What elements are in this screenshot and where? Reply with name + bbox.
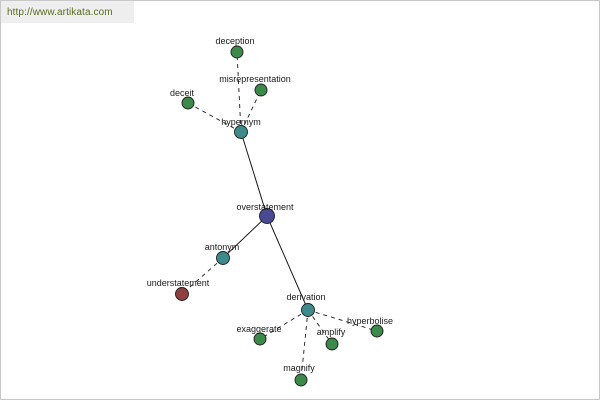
graph-node-hyperbolise[interactable]	[370, 324, 384, 338]
watermark-url-text: http://www.artikata.com	[7, 6, 113, 18]
graph-node-deception[interactable]	[230, 45, 244, 59]
graph-node-overstatement[interactable]	[259, 208, 275, 224]
watermark-banner: http://www.artikata.com	[1, 1, 134, 23]
graph-node-derivation[interactable]	[301, 303, 315, 317]
node-layer	[175, 45, 384, 387]
graph-edge-overstatement-to-derivation	[266, 215, 309, 311]
graph-node-exaggerate[interactable]	[253, 332, 267, 346]
graph-edge-hypernym-to-misrepresentation	[240, 89, 262, 133]
graph-node-magnify[interactable]	[294, 373, 308, 387]
graph-node-understatement[interactable]	[175, 287, 189, 301]
graph-edge-derivation-to-hyperbolise	[307, 309, 378, 332]
graph-edge-overstatement-to-antonym	[222, 215, 268, 259]
graph-edge-hypernym-to-overstatement	[240, 131, 268, 217]
edge-layer	[181, 51, 378, 381]
graph-node-misrepresentation[interactable]	[254, 83, 268, 97]
graph-node-antonym[interactable]	[216, 251, 230, 265]
graph-node-amplify[interactable]	[325, 337, 339, 351]
graph-edge-derivation-to-exaggerate	[259, 309, 309, 340]
graph-edge-hypernym-to-deception	[236, 51, 242, 133]
graph-edge-hypernym-to-deceit	[187, 102, 242, 133]
graph-node-hypernym[interactable]	[234, 125, 248, 139]
graph-node-deceit[interactable]	[181, 96, 195, 110]
graph-edge-derivation-to-magnify	[300, 309, 309, 381]
graph-edge-antonym-to-understatement	[181, 257, 224, 295]
graph-edge-derivation-to-amplify	[307, 309, 333, 345]
